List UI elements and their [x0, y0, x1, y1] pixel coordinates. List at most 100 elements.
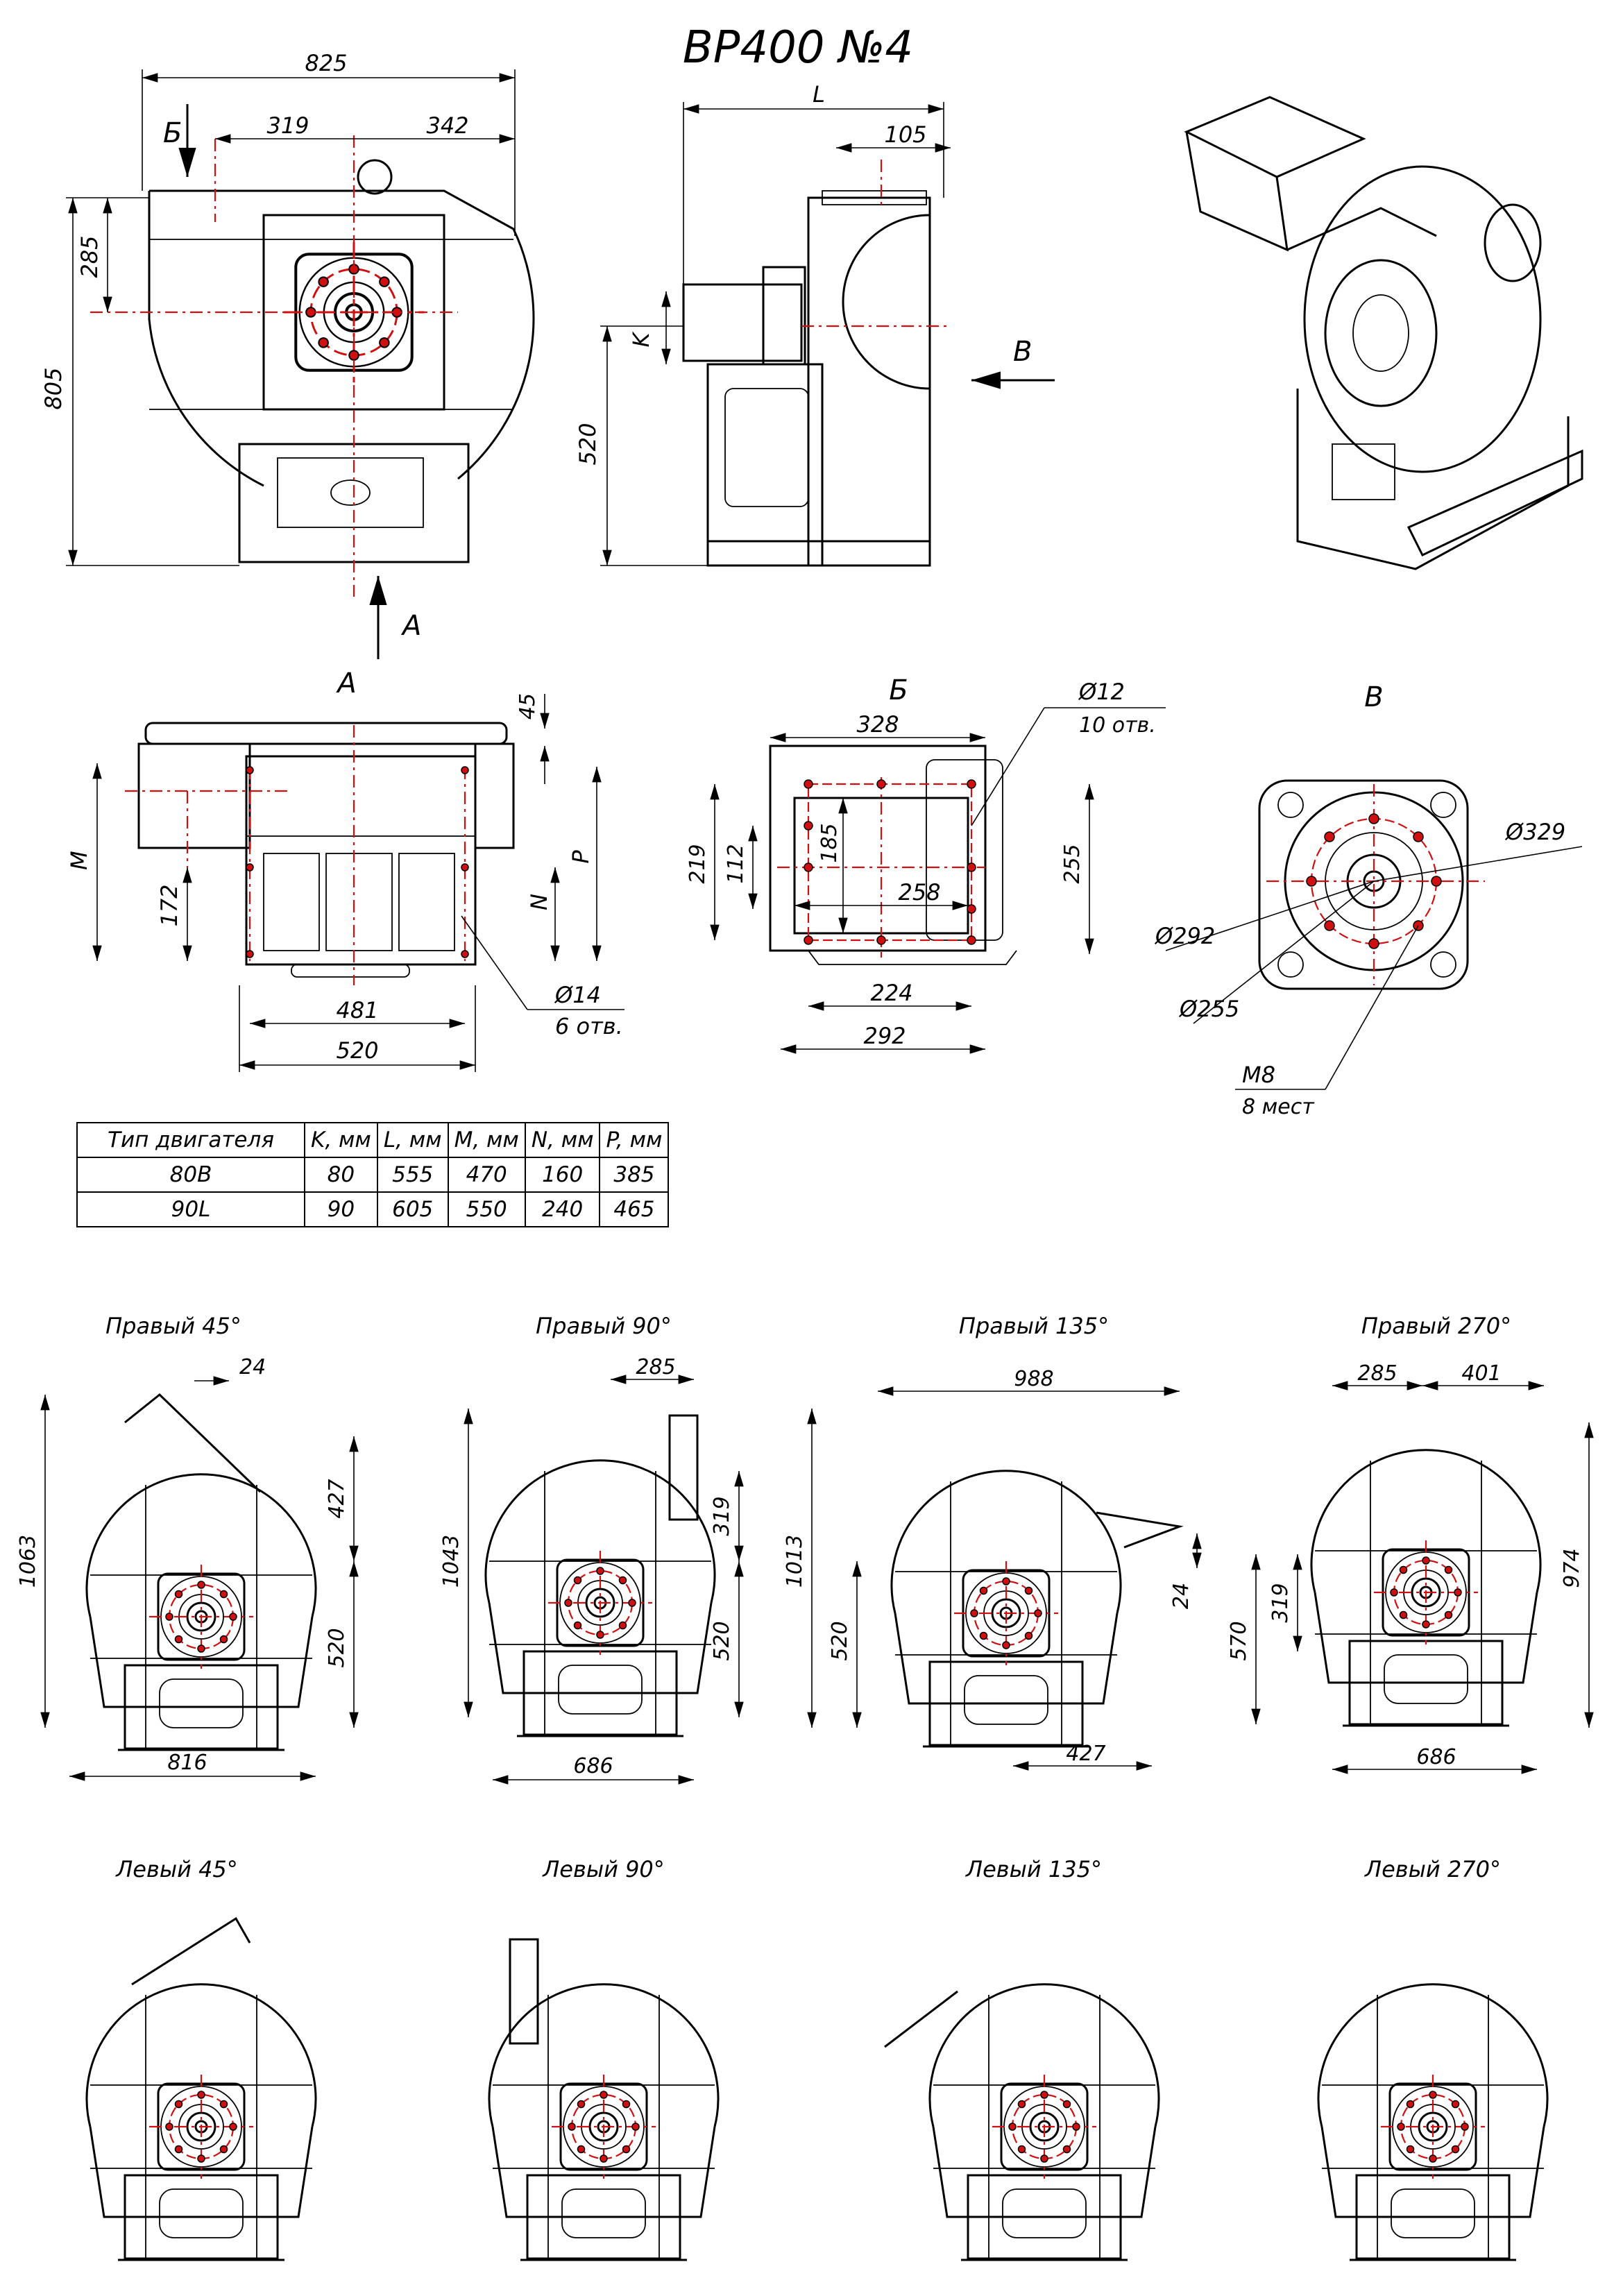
- table-cell: 160: [524, 1157, 601, 1193]
- variant-right-90: Правый 90° 1043 285 319 520 686: [439, 1313, 744, 1785]
- table-cell: 90: [304, 1191, 378, 1227]
- front-view-a-label: А: [400, 610, 421, 642]
- r270-label: Правый 270°: [1361, 1313, 1511, 1339]
- variant-left-270: Левый 270°: [1318, 1856, 1547, 2260]
- view-a-dim-M: M: [66, 851, 92, 870]
- view-b-title: Б: [889, 674, 908, 706]
- r270-dim-401: 401: [1461, 1361, 1501, 1386]
- view-a-dim-481: 481: [336, 997, 378, 1023]
- side-dim-520: 520: [575, 423, 601, 465]
- r270-dim-319: 319: [1268, 1583, 1293, 1622]
- side-dim-105: 105: [884, 121, 926, 148]
- table-cell: 605: [376, 1191, 449, 1227]
- view-v: В Ø329 Ø292 Ø255 М8 8 мест: [1154, 681, 1583, 1119]
- l90-label: Левый 90°: [542, 1856, 665, 1882]
- view-a-title: А: [335, 667, 356, 699]
- view-b: Б 328 219 112 185 258 255 224 292 Ø12 10…: [686, 674, 1166, 1054]
- r135-dim-988: 988: [1014, 1367, 1053, 1391]
- view-b-dim-328: 328: [856, 711, 899, 738]
- view-b-holes: Ø12: [1078, 679, 1125, 705]
- r45-label: Правый 45°: [105, 1313, 241, 1339]
- drawing-title: ВР400 №4: [683, 22, 913, 74]
- table-cell: 465: [599, 1191, 670, 1227]
- r45-dim-24: 24: [239, 1355, 266, 1379]
- variant-right-270: Правый 270° 285 401 570 319 974 686: [1227, 1313, 1594, 1774]
- r270-dim-570: 570: [1227, 1621, 1251, 1660]
- side-dim-K: K: [628, 330, 654, 347]
- l135-label: Левый 135°: [965, 1856, 1102, 1882]
- r45-dim-1063: 1063: [16, 1535, 40, 1588]
- view-b-dim-112: 112: [724, 844, 748, 883]
- r270-dim-974: 974: [1560, 1548, 1584, 1588]
- r45-dim-427: 427: [325, 1479, 349, 1518]
- variant-left-90: Левый 90°: [489, 1856, 718, 2260]
- view-a-dim-172: 172: [156, 884, 182, 926]
- table-header: Тип двигателя: [76, 1122, 305, 1158]
- front-view-b-label: Б: [163, 117, 182, 149]
- r135-dim-520: 520: [828, 1621, 852, 1660]
- view-v-title: В: [1364, 681, 1383, 713]
- view-b-dim-185: 185: [817, 823, 842, 862]
- r135-dim-427: 427: [1066, 1742, 1105, 1766]
- view-b-dim-224: 224: [870, 980, 912, 1006]
- r45-dim-520: 520: [325, 1628, 349, 1667]
- view-a-dim-N: N: [526, 894, 552, 910]
- view-a-dim-45: 45: [516, 693, 540, 720]
- table-cell: 555: [376, 1157, 449, 1193]
- table-header: N, мм: [524, 1122, 601, 1158]
- table-cell: 80: [304, 1157, 378, 1193]
- view-a-dim-520: 520: [336, 1037, 378, 1064]
- side-view: L 105 K 520 В: [575, 81, 1055, 567]
- view-b-dim-258: 258: [898, 879, 940, 905]
- r90-dim-520: 520: [710, 1621, 734, 1660]
- table-cell: 470: [447, 1157, 526, 1193]
- r90-dim-1043: 1043: [439, 1535, 464, 1588]
- view-v-dim-329: Ø329: [1504, 819, 1565, 845]
- table-header: L, мм: [376, 1122, 449, 1158]
- variant-left-135: Левый 135°: [884, 1856, 1159, 2260]
- table-header-row: Тип двигателя K, мм L, мм M, мм N, мм P,…: [76, 1122, 670, 1158]
- l270-label: Левый 270°: [1364, 1856, 1501, 1882]
- side-view-v-label: В: [1013, 336, 1032, 368]
- r90-dim-285: 285: [636, 1355, 675, 1379]
- l45-label: Левый 45°: [115, 1856, 238, 1882]
- side-dim-L: L: [813, 81, 825, 108]
- front-dim-825: 825: [305, 50, 347, 76]
- r90-dim-686: 686: [573, 1754, 613, 1778]
- front-view: 825 319 342 805 285 Б А: [40, 50, 535, 659]
- isometric-view: [1184, 96, 1583, 570]
- table-header: P, мм: [599, 1122, 670, 1158]
- front-dim-342: 342: [426, 112, 468, 139]
- variant-right-135: Правый 135° 988 1013 520 24 427: [783, 1313, 1202, 1771]
- r135-label: Правый 135°: [959, 1313, 1109, 1339]
- view-a-holes-count: 6 отв.: [555, 1013, 623, 1039]
- r135-dim-24: 24: [1169, 1583, 1193, 1609]
- view-a: А 45 M P N 172 481 520 Ø14 6 отв.: [66, 667, 624, 1072]
- table-header: K, мм: [304, 1122, 378, 1158]
- motor-table: Тип двигателя K, мм L, мм M, мм N, мм P,…: [76, 1122, 670, 1227]
- front-dim-319: 319: [266, 112, 309, 139]
- r90-dim-319: 319: [710, 1496, 734, 1536]
- variant-right-45: Правый 45° 1063 24 427 520 816: [16, 1313, 359, 1781]
- table-cell: 385: [599, 1157, 670, 1193]
- table-cell: 240: [524, 1191, 601, 1227]
- table-cell: 550: [447, 1191, 526, 1227]
- variant-left-45: Левый 45°: [87, 1856, 316, 2260]
- view-a-holes: Ø14: [554, 982, 601, 1008]
- view-v-m8: М8: [1242, 1062, 1275, 1088]
- table-cell: 90L: [76, 1191, 305, 1227]
- r45-dim-816: 816: [167, 1751, 207, 1775]
- view-b-dim-219: 219: [686, 844, 710, 883]
- table-row: 90L 90 605 550 240 465: [76, 1191, 670, 1227]
- view-v-dim-255: Ø255: [1178, 996, 1239, 1022]
- table-row: 80B 80 555 470 160 385: [76, 1157, 670, 1193]
- view-b-holes-count: 10 отв.: [1079, 713, 1156, 738]
- table-header: M, мм: [447, 1122, 526, 1158]
- table-cell: 80B: [76, 1157, 305, 1193]
- view-v-dim-292: Ø292: [1154, 923, 1215, 949]
- r90-label: Правый 90°: [536, 1313, 672, 1339]
- view-a-dim-P: P: [568, 850, 594, 864]
- front-dim-805: 805: [40, 367, 67, 409]
- r270-dim-285: 285: [1357, 1361, 1397, 1386]
